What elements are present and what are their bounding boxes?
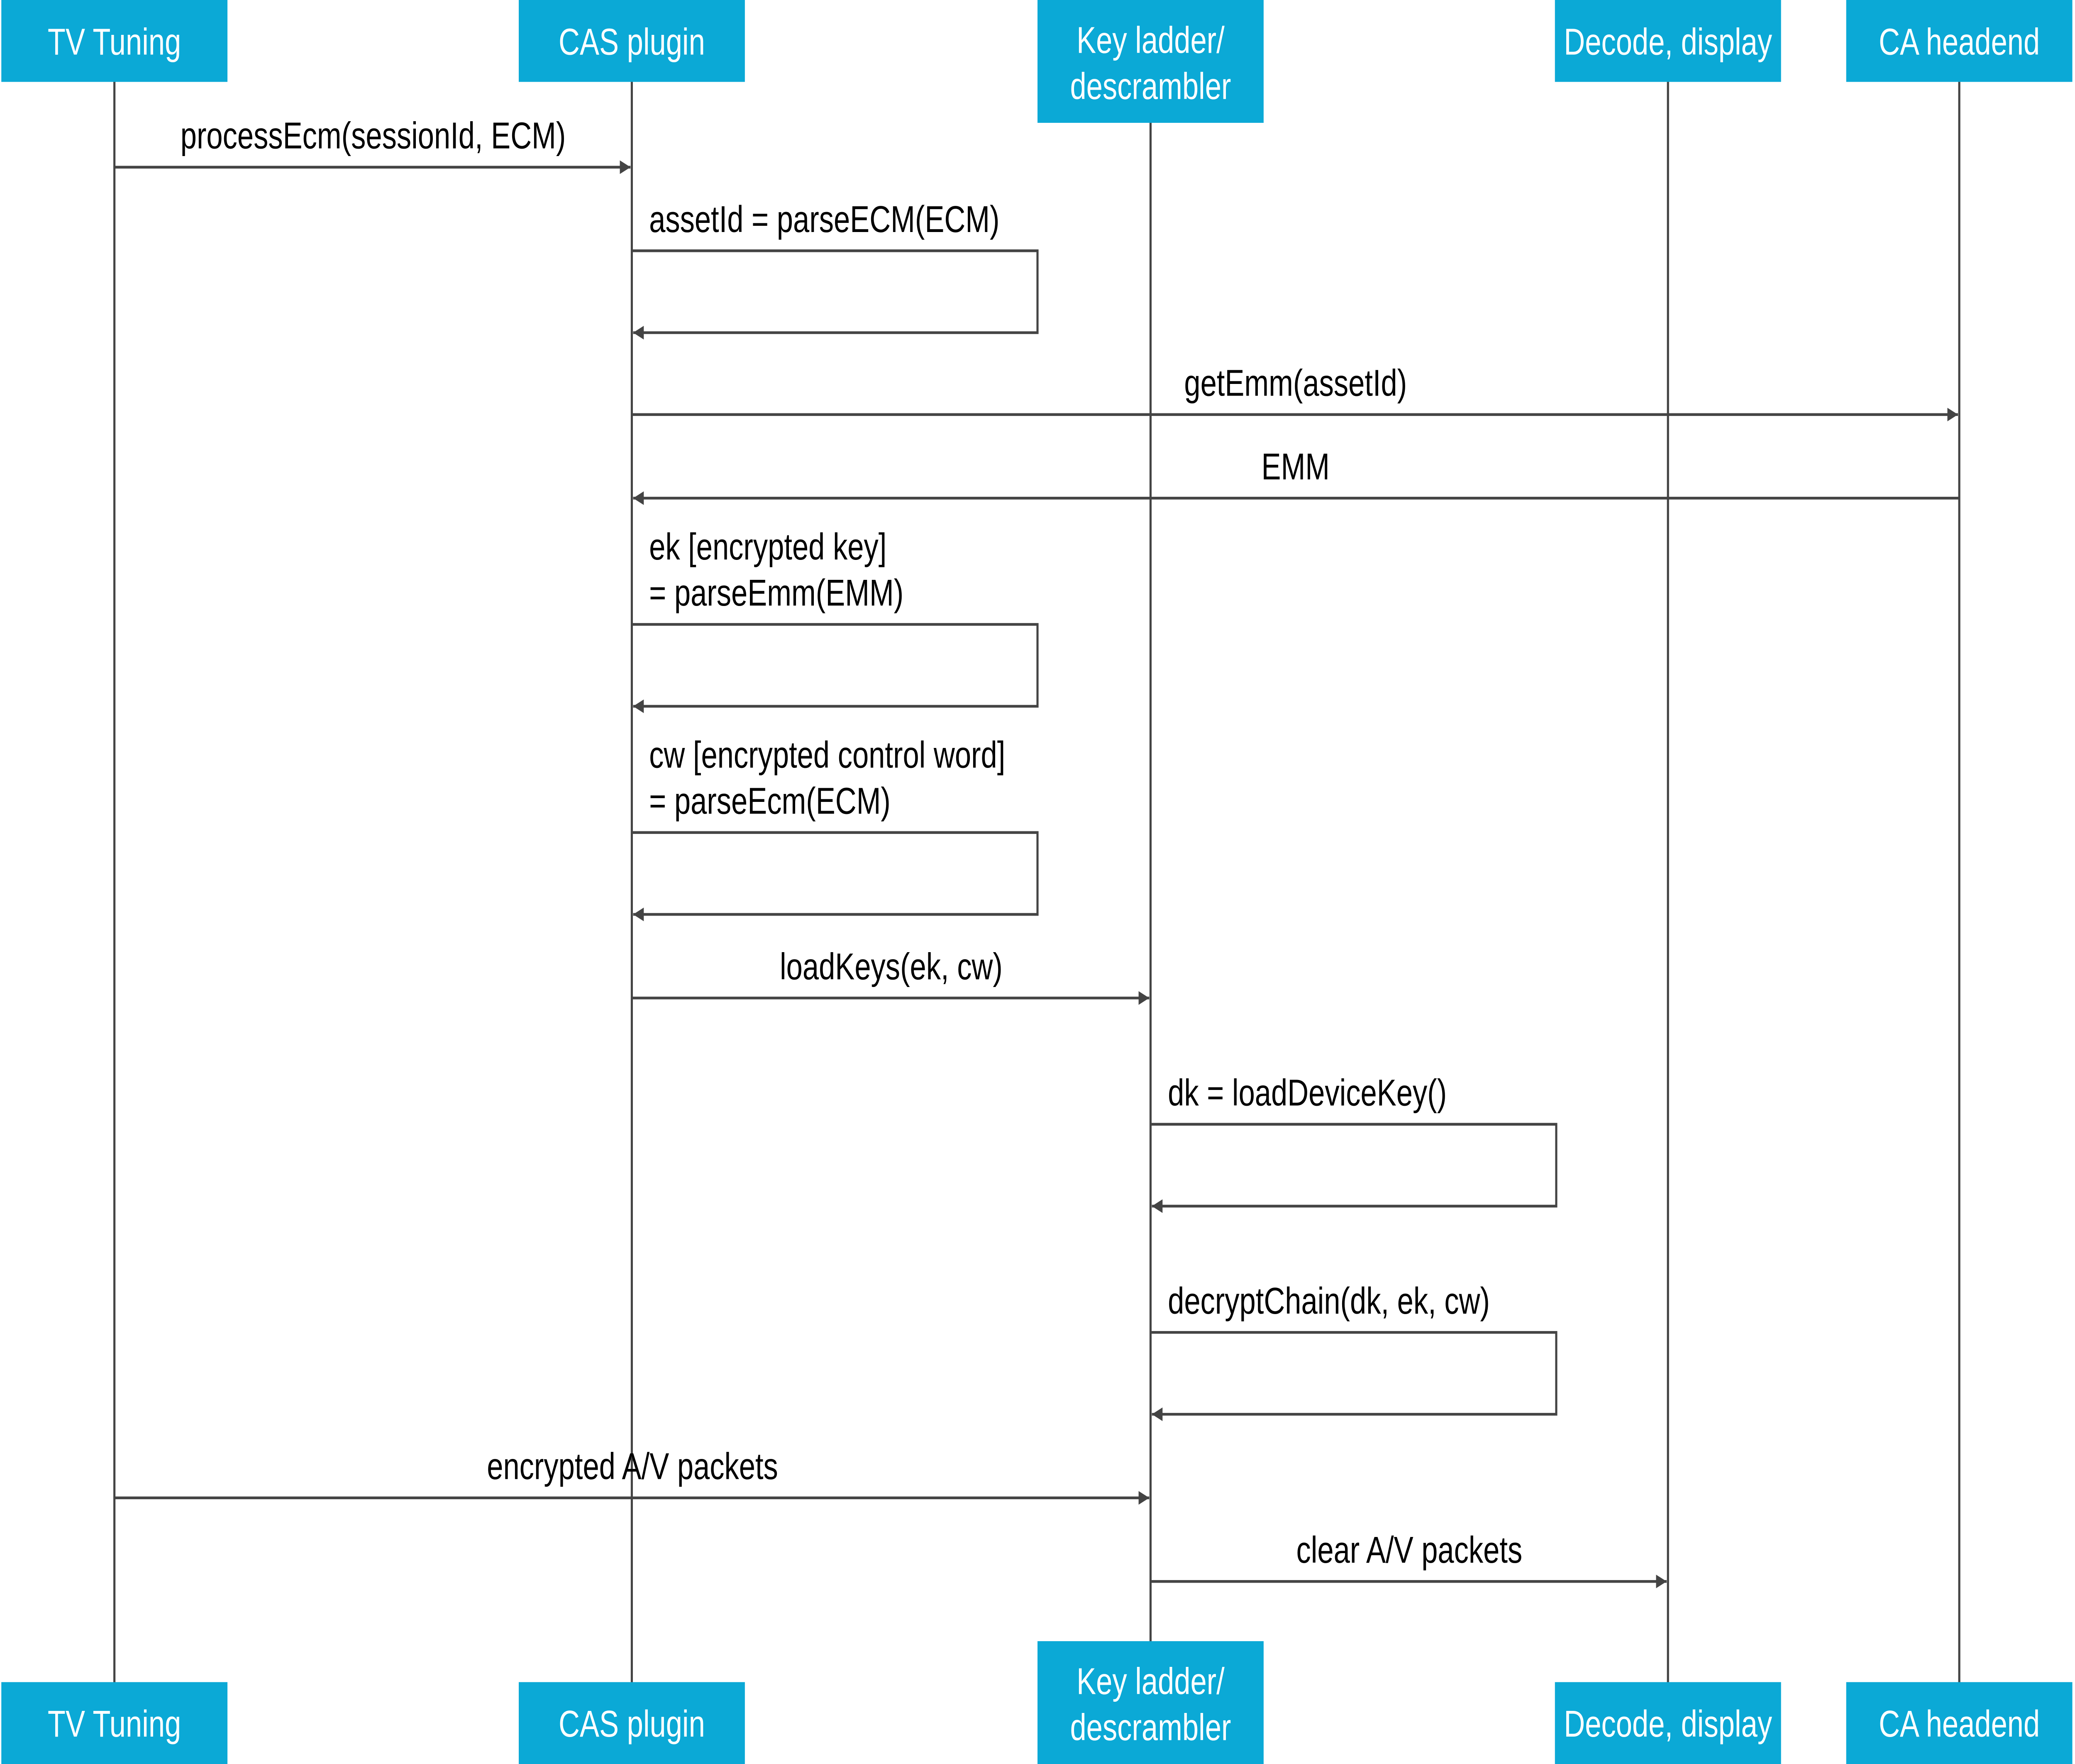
participant-label: CAS plugin: [559, 1703, 705, 1745]
participant-box: [1, 0, 228, 82]
self-message-arrow: [1150, 1123, 1557, 1213]
message-label: clear A/V packets: [1296, 1529, 1522, 1571]
participant-bottom: TV Tuning: [1, 1682, 228, 1764]
message-label: getEmm(assetId): [1184, 362, 1407, 404]
message: loadKeys(ek, cw): [632, 946, 1150, 1005]
message: assetId = parseECM(ECM): [632, 199, 1039, 340]
participant-label: TV Tuning: [48, 1703, 181, 1745]
message: ek [encrypted key]= parseEmm(EMM): [632, 526, 1039, 713]
participant-top: CAS plugin: [519, 0, 745, 82]
lifelines: [113, 0, 1960, 1764]
message-label: dk = loadDeviceKey(): [1168, 1072, 1447, 1114]
participant-box: [1038, 1641, 1264, 1764]
participant-label: CAS plugin: [559, 21, 705, 63]
participant-top: TV Tuning: [1, 0, 228, 82]
participant-label: Decode, display: [1564, 1703, 1772, 1745]
participant-box: [1555, 1682, 1781, 1764]
participant-bottom: CAS plugin: [519, 1682, 745, 1764]
message: decryptChain(dk, ek, cw): [1150, 1280, 1557, 1421]
participant-label: Key ladder/: [1077, 1661, 1225, 1702]
participant-label: Decode, display: [1564, 21, 1772, 63]
participant-box: [519, 0, 745, 82]
message-label: ek [encrypted key]: [649, 526, 886, 568]
self-message-arrow: [632, 623, 1039, 713]
participant-label: descrambler: [1070, 1707, 1231, 1748]
message: getEmm(assetId): [632, 362, 1958, 422]
participant-label: Key ladder/: [1077, 20, 1225, 61]
self-message-arrow: [632, 831, 1039, 921]
participant-box: [1555, 0, 1781, 82]
message-label: EMM: [1262, 446, 1330, 488]
participant-box: [1, 1682, 228, 1764]
message: dk = loadDeviceKey(): [1150, 1072, 1557, 1213]
participant-box: [1846, 0, 2073, 82]
participant-box: [1038, 0, 1264, 123]
self-message-arrow: [1150, 1331, 1557, 1421]
message: processEcm(sessionId, ECM): [114, 115, 631, 174]
participant-bottom: CA headend: [1846, 1682, 2073, 1764]
participant-top: Decode, display: [1555, 0, 1781, 82]
participant-bottom: Decode, display: [1555, 1682, 1781, 1764]
self-message-arrow: [632, 249, 1039, 340]
participant-label: descrambler: [1070, 66, 1231, 107]
participant-label: CA headend: [1879, 1703, 2040, 1745]
message: encrypted A/V packets: [114, 1446, 1150, 1505]
message-label: cw [encrypted control word]: [649, 734, 1005, 776]
message-label: processEcm(sessionId, ECM): [181, 115, 566, 156]
message-label: assetId = parseECM(ECM): [649, 199, 999, 240]
message-label: = parseEcm(ECM): [649, 780, 891, 822]
participant-label: TV Tuning: [48, 21, 181, 63]
message: EMM: [633, 446, 1960, 505]
message-label: encrypted A/V packets: [487, 1446, 778, 1487]
participant-label: CA headend: [1879, 21, 2040, 63]
messages: processEcm(sessionId, ECM) assetId = pars…: [114, 115, 1960, 1588]
message-label: = parseEmm(EMM): [649, 572, 903, 614]
message: cw [encrypted control word]= parseEcm(EC…: [632, 734, 1039, 921]
message-label: decryptChain(dk, ek, cw): [1168, 1280, 1490, 1322]
participant-bottom: Key ladder/descrambler: [1038, 1641, 1264, 1764]
message: clear A/V packets: [1150, 1529, 1667, 1588]
participant-box: [1846, 1682, 2073, 1764]
participant-top: CA headend: [1846, 0, 2073, 82]
message-label: loadKeys(ek, cw): [780, 946, 1003, 987]
participant-top: Key ladder/descrambler: [1038, 0, 1264, 123]
participant-box: [519, 1682, 745, 1764]
